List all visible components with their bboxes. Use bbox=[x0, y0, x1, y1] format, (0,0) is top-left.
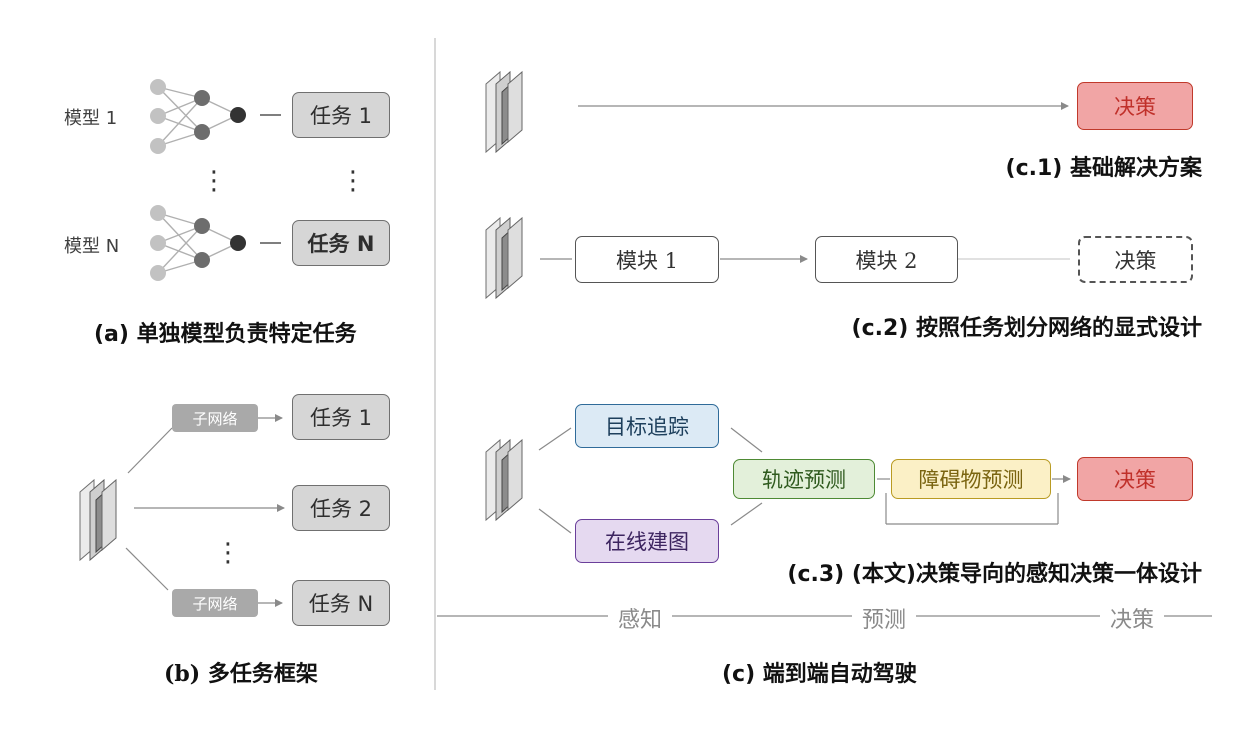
module-2-box: 模块 2 bbox=[815, 236, 958, 283]
model-1-label: 模型 1 bbox=[64, 108, 118, 129]
task-2-box-b: 任务 2 bbox=[292, 485, 390, 531]
decision-box-c1: 决策 bbox=[1077, 82, 1193, 130]
stage-prediction: 预测 bbox=[852, 602, 917, 634]
caption-c3: (c.3) (本文)决策导向的感知决策一体设计 bbox=[787, 562, 1202, 587]
task-n-box-a: 任务 N bbox=[292, 220, 390, 266]
subnet-label-1: 子网络 bbox=[172, 404, 258, 432]
decision-box-c3: 决策 bbox=[1077, 457, 1193, 501]
input-glyph-c2 bbox=[485, 217, 523, 299]
task-n-box-b: 任务 N bbox=[292, 580, 390, 626]
ellipsis-a-right: ⋮ bbox=[340, 166, 366, 196]
task-1-box-b: 任务 1 bbox=[292, 394, 390, 440]
input-glyph-c1 bbox=[485, 71, 523, 153]
ellipsis-a-left: ⋮ bbox=[201, 166, 227, 196]
caption-c2: (c.2) 按照任务划分网络的显式设计 bbox=[851, 316, 1202, 341]
caption-b-prefix: (b) bbox=[164, 661, 201, 687]
trajectory-prediction-box: 轨迹预测 bbox=[733, 459, 875, 499]
subnet-label-n: 子网络 bbox=[172, 589, 258, 617]
model-n-label: 模型 N bbox=[64, 236, 120, 257]
backbone-glyph-b bbox=[79, 479, 117, 561]
caption-b-text: 多任务框架 bbox=[207, 662, 318, 687]
task-1-box-a: 任务 1 bbox=[292, 92, 390, 138]
online-mapping-box: 在线建图 bbox=[575, 519, 719, 563]
stage-perception: 感知 bbox=[608, 602, 673, 634]
ellipsis-b: ⋮ bbox=[215, 538, 241, 568]
module-1-box: 模块 1 bbox=[575, 236, 719, 283]
decision-box-c2: 决策 bbox=[1078, 236, 1193, 283]
caption-a: (a) 单独模型负责特定任务 bbox=[94, 322, 357, 347]
caption-c: (c) 端到端自动驾驶 bbox=[722, 662, 917, 687]
target-tracking-box: 目标追踪 bbox=[575, 404, 719, 448]
caption-c1: (c.1) 基础解决方案 bbox=[1005, 156, 1202, 181]
obstacle-prediction-box: 障碍物预测 bbox=[891, 459, 1051, 499]
caption-b: (b) 多任务框架 bbox=[164, 656, 318, 688]
input-glyph-c3 bbox=[485, 439, 523, 521]
stage-decision: 决策 bbox=[1100, 602, 1165, 634]
